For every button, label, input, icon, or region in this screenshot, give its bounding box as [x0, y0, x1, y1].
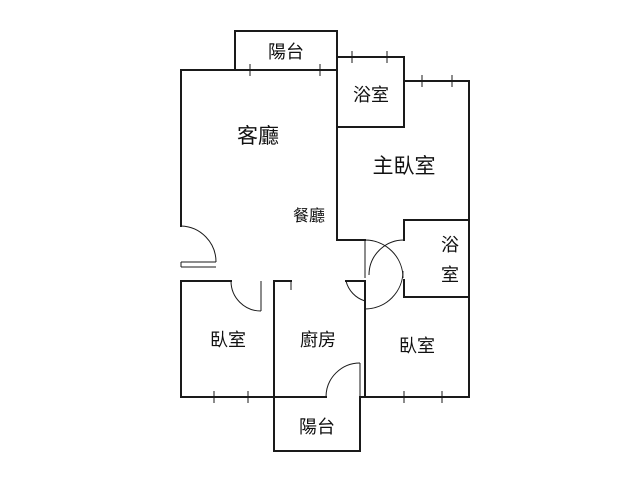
bedroom-left-label: 臥室 [210, 330, 246, 351]
bedroom-right-label: 臥室 [399, 336, 435, 357]
bath-right-label-2: 室 [441, 265, 459, 286]
window-marks [213, 51, 453, 403]
master-bedroom-walls [336, 80, 470, 241]
dining-room-label: 餐廳 [293, 206, 325, 225]
bath-right-label-1: 浴 [441, 235, 459, 256]
door-swings [180, 225, 405, 398]
master-bedroom-label: 主臥室 [373, 154, 436, 178]
bath-top-label: 浴室 [353, 85, 389, 106]
living-room-walls [180, 69, 338, 268]
bath-right-walls [403, 219, 470, 298]
kitchen-label: 廚房 [300, 329, 336, 351]
living-room-label: 客廳 [237, 124, 279, 148]
bedroom-left-walls [180, 280, 275, 398]
balcony-top [234, 30, 338, 71]
kitchen-walls [273, 280, 366, 398]
balcony-bottom [273, 396, 361, 452]
bedroom-right-walls [364, 296, 470, 398]
balcony-top-label: 陽台 [268, 42, 304, 63]
balcony-bottom-label: 陽台 [299, 417, 335, 438]
bath-top-walls [336, 56, 405, 128]
